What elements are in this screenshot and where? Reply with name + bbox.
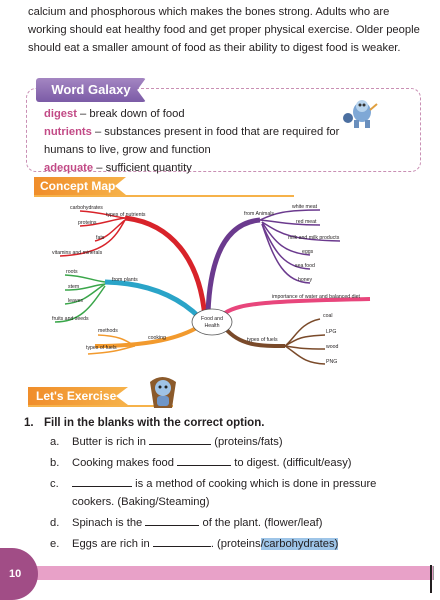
footer-bar	[0, 566, 440, 580]
label-importance: importance of water and balanced diet	[272, 294, 361, 300]
label-red-meat: red meat	[296, 219, 317, 225]
list-item: b. Cooking makes food to digest. (diffic…	[50, 455, 352, 469]
label-types-of-nutrients: types of nutrients	[106, 212, 146, 218]
blank-a[interactable]	[149, 434, 212, 445]
label-vitamins-minerals: vitamins and minerals	[52, 250, 103, 256]
branch-cooking	[94, 324, 202, 348]
corner-marker	[433, 566, 440, 580]
concept-map: Food and Health types of nutrients from …	[52, 204, 371, 365]
word-galaxy-definitions: digest – break down of food nutrients – …	[44, 105, 344, 177]
label-coal: coal	[323, 313, 333, 319]
label-from-animals: from Animals	[244, 211, 274, 217]
label-carbohydrates: carbohydrates	[70, 205, 103, 211]
branch-fuels	[223, 326, 286, 348]
question-title: 1.Fill in the blanks with the correct op…	[24, 417, 265, 429]
branch-nutrients	[124, 215, 208, 319]
label-stem: stem	[68, 284, 79, 290]
center-label-line1: Food and	[201, 316, 223, 322]
blank-e[interactable]	[152, 536, 211, 547]
page-number: 10	[9, 568, 22, 580]
definition-nutrients-cont: humans to live, grow and function	[44, 144, 211, 156]
mascot-icon	[150, 377, 176, 408]
label-lpg: LPG	[326, 329, 336, 335]
label-methods: methods	[98, 328, 118, 334]
blank-c[interactable]	[72, 476, 132, 487]
center-label-line2: Health	[205, 323, 220, 329]
concept-map-tab: Concept Map	[34, 177, 126, 195]
list-item: a. Butter is rich in (proteins/fats)	[50, 434, 283, 448]
label-fruits-seeds: fruits and seeds	[52, 316, 89, 322]
label-eggs: eggs	[302, 249, 314, 255]
robot-mascot-icon	[343, 100, 378, 128]
definition-digest: digest – break down of food	[44, 108, 185, 120]
label-png: PNG	[326, 359, 337, 365]
intro-paragraph: calcium and phosphorous which makes the …	[28, 6, 420, 54]
label-proteins: proteins	[78, 220, 97, 226]
branch-plants	[104, 279, 202, 320]
branch-importance	[223, 297, 371, 315]
label-leaves: leaves	[68, 298, 83, 304]
text-selection-highlight[interactable]: /carbohydrates)	[260, 538, 339, 550]
blank-d[interactable]	[145, 515, 200, 526]
label-wood: wood	[326, 344, 339, 350]
concept-map-underline	[34, 195, 294, 197]
definition-adequate: adequate – sufficient quantity	[44, 162, 192, 174]
word-galaxy-box	[26, 88, 421, 172]
label-honey: honey	[298, 277, 313, 283]
list-item: d. Spinach is the of the plant. (flower/…	[50, 515, 323, 529]
list-item: e. Eggs are rich in . (proteins/carbohyd…	[50, 536, 339, 550]
label-milk-products: milk and milk products	[288, 235, 340, 241]
label-fats: fats	[96, 235, 105, 241]
branch-animals	[205, 217, 261, 314]
label-cooking: cooking	[148, 335, 166, 341]
label-from-plants: from plants	[112, 277, 138, 283]
blank-b[interactable]	[177, 455, 232, 466]
definition-nutrients: nutrients – substances present in food t…	[44, 126, 340, 138]
label-types-of-fuels-right: types of fuels	[247, 337, 278, 343]
word-galaxy-title: Word Galaxy	[36, 78, 146, 102]
lets-exercise-tab: Let's Exercise	[28, 387, 128, 405]
concept-map-center	[191, 308, 233, 336]
lets-exercise-underline	[28, 405, 173, 407]
label-roots: roots	[66, 269, 78, 275]
label-types-of-fuels-left: types of fuels	[86, 345, 117, 351]
list-item: c. is a method of cooking which is done …	[50, 476, 377, 508]
label-white-meat: white meat	[292, 204, 318, 210]
text-cursor	[430, 565, 432, 593]
fill-in-blanks-list: a. Butter is rich in (proteins/fats) b. …	[50, 433, 390, 556]
label-sea-food: sea food	[295, 263, 315, 269]
